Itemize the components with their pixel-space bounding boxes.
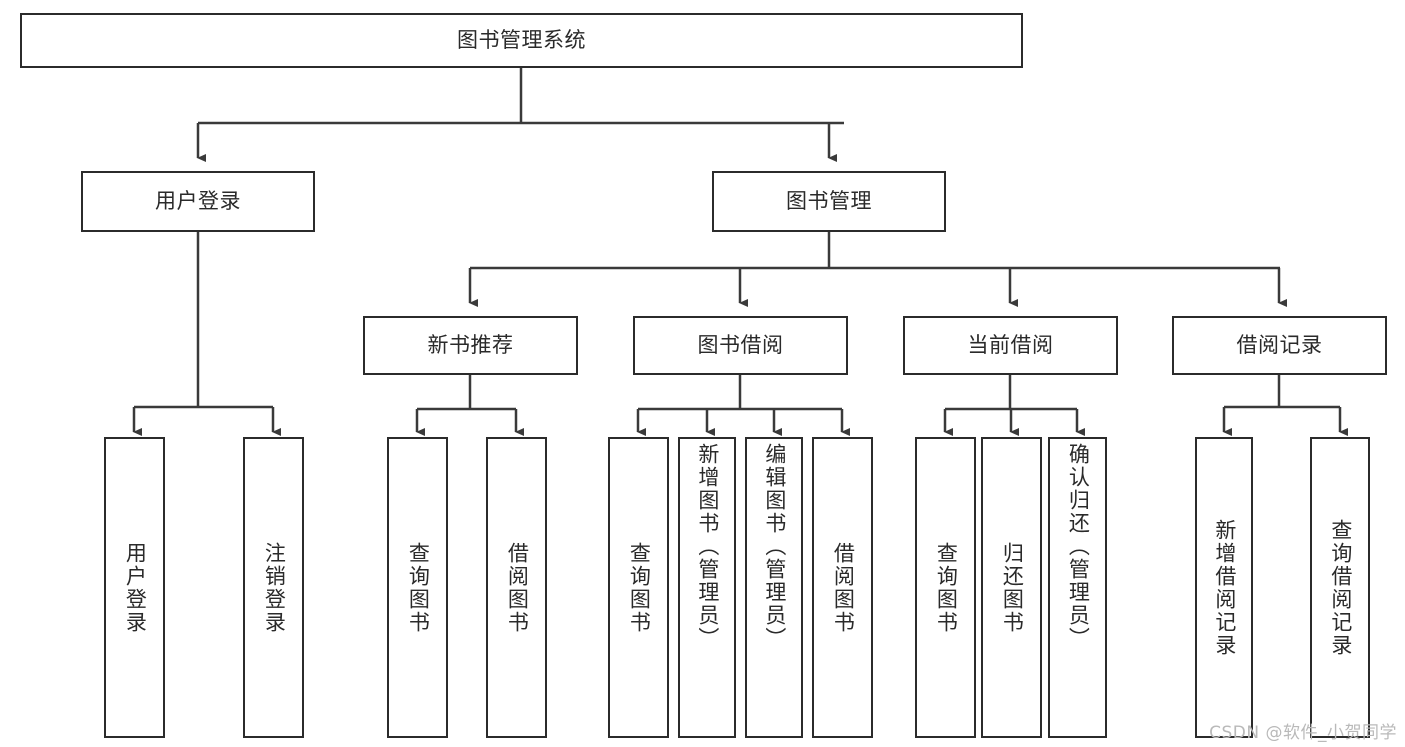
edges-new-book-recommend-to-leaves — [415, 375, 524, 436]
node-leaf-return-book-label: 归还图书 — [1000, 541, 1025, 634]
node-leaf-add-borrow-record[interactable]: 新增借阅记录 — [1195, 437, 1253, 738]
edges-borrow-record-to-leaves — [1222, 375, 1348, 436]
node-current-borrow[interactable]: 当前借阅 — [903, 316, 1118, 375]
node-leaf-borrow-book-1-label: 借阅图书 — [505, 541, 530, 634]
node-leaf-user-login[interactable]: 用户登录 — [104, 437, 165, 738]
node-root-label: 图书管理系统 — [457, 28, 586, 53]
node-leaf-add-borrow-record-label: 新增借阅记录 — [1212, 518, 1237, 657]
node-leaf-logout-login-label: 注销登录 — [262, 541, 287, 634]
edges-current-borrow-to-leaves — [943, 375, 1085, 436]
node-leaf-query-borrow-record[interactable]: 查询借阅记录 — [1310, 437, 1370, 738]
node-user-login-label: 用户登录 — [155, 189, 241, 214]
node-leaf-edit-book-admin[interactable]: 编辑图书（管理员） — [745, 437, 803, 738]
csdn-watermark: CSDN @软件_小贺同学 — [1209, 723, 1397, 743]
node-leaf-edit-book-admin-label: 编辑图书（管理员） — [762, 443, 787, 650]
node-user-login[interactable]: 用户登录 — [81, 171, 315, 232]
node-leaf-logout-login[interactable]: 注销登录 — [243, 437, 304, 738]
node-current-borrow-label: 当前借阅 — [967, 333, 1054, 358]
node-new-book-recommend[interactable]: 新书推荐 — [363, 316, 578, 375]
node-book-manage-label: 图书管理 — [786, 189, 872, 214]
node-book-borrow[interactable]: 图书借阅 — [633, 316, 848, 375]
node-leaf-query-book-3-label: 查询图书 — [934, 541, 959, 634]
node-leaf-borrow-book-2[interactable]: 借阅图书 — [812, 437, 873, 738]
node-leaf-add-book-admin-label: 新增图书（管理员） — [695, 443, 720, 650]
node-leaf-borrow-book-2-label: 借阅图书 — [831, 541, 856, 634]
node-leaf-confirm-return-admin[interactable]: 确认归还（管理员） — [1048, 437, 1107, 738]
node-leaf-confirm-return-admin-label: 确认归还（管理员） — [1066, 443, 1091, 650]
node-leaf-query-borrow-record-label: 查询借阅记录 — [1328, 518, 1353, 657]
node-leaf-query-book-1-label: 查询图书 — [406, 541, 431, 634]
edges-user-login-to-leaves — [132, 232, 281, 436]
node-borrow-record[interactable]: 借阅记录 — [1172, 316, 1387, 375]
node-new-book-recommend-label: 新书推荐 — [427, 333, 514, 358]
edges-book-manage-to-level3 — [468, 232, 1287, 307]
node-root-system[interactable]: 图书管理系统 — [20, 13, 1023, 68]
node-leaf-return-book[interactable]: 归还图书 — [981, 437, 1042, 738]
node-leaf-query-book-2[interactable]: 查询图书 — [608, 437, 669, 738]
node-leaf-query-book-2-label: 查询图书 — [627, 541, 652, 634]
node-leaf-add-book-admin[interactable]: 新增图书（管理员） — [678, 437, 736, 738]
edges-book-borrow-to-leaves — [636, 375, 850, 436]
node-borrow-record-label: 借阅记录 — [1236, 333, 1323, 358]
node-leaf-query-book-1[interactable]: 查询图书 — [387, 437, 448, 738]
node-leaf-user-login-label: 用户登录 — [123, 541, 148, 634]
node-leaf-borrow-book-1[interactable]: 借阅图书 — [486, 437, 547, 738]
edges-root-to-level2 — [196, 68, 844, 162]
node-book-borrow-label: 图书借阅 — [697, 333, 784, 358]
node-leaf-query-book-3[interactable]: 查询图书 — [915, 437, 976, 738]
node-book-manage[interactable]: 图书管理 — [712, 171, 946, 232]
